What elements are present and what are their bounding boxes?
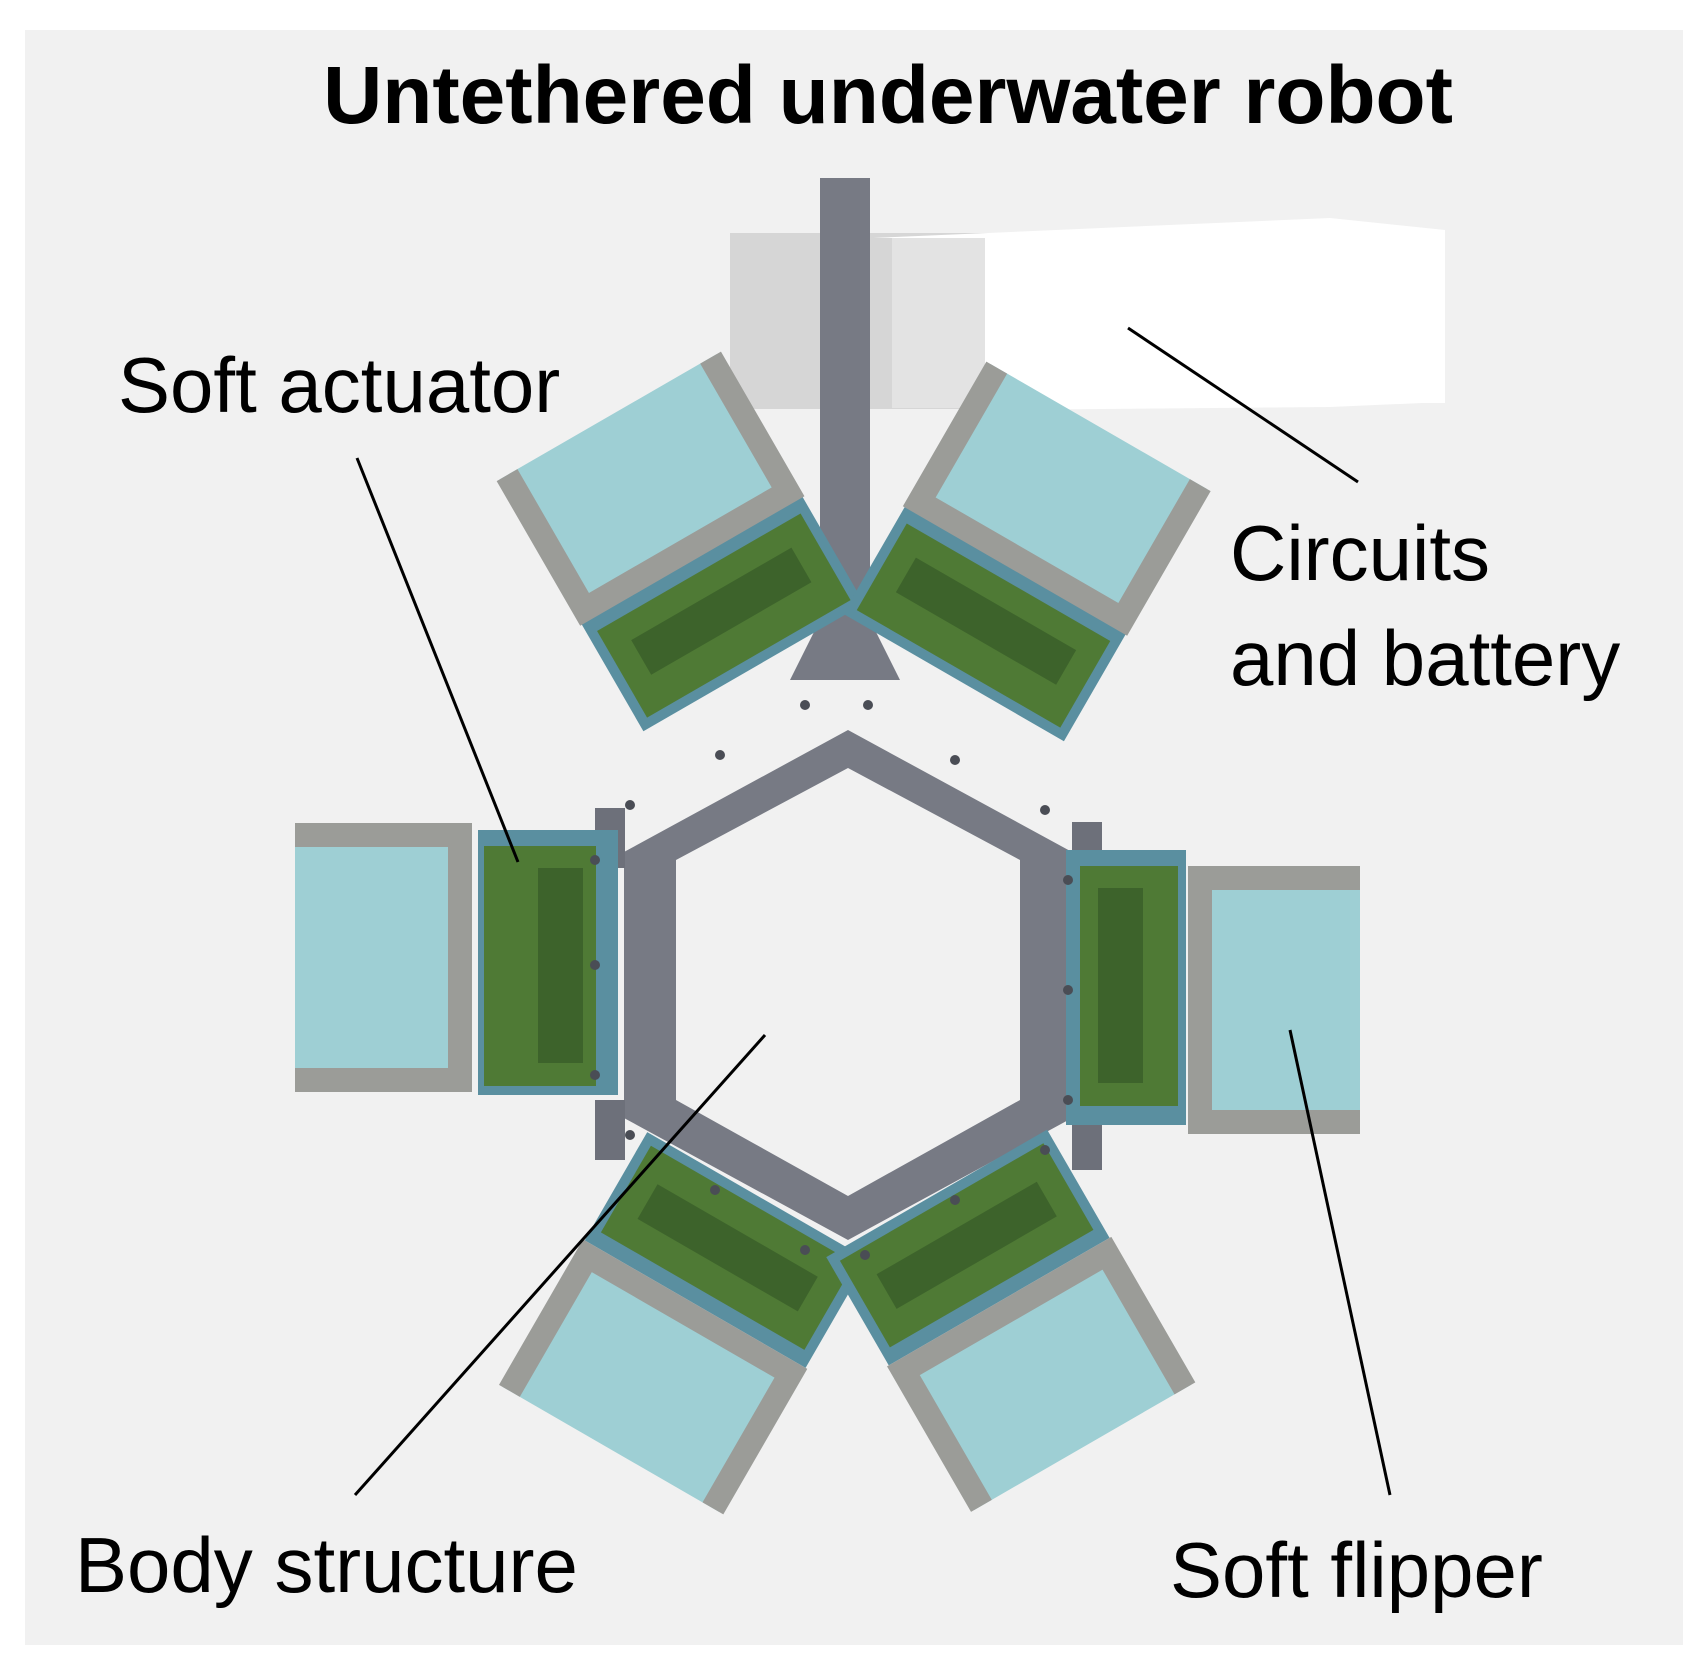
leader-soft-actuator: [355, 457, 520, 863]
module-top-left: [496, 351, 865, 732]
leader-body-structure: [353, 1034, 767, 1496]
module-top-right: [843, 361, 1211, 742]
label-circuits-line1: Circuits: [1230, 509, 1490, 597]
module-right: [1066, 850, 1360, 1134]
module-bottom-left: [499, 1132, 869, 1515]
bolts: [590, 700, 1073, 1260]
label-circuits-line2: and battery: [1230, 614, 1620, 702]
diagram-title: Untethered underwater robot: [323, 50, 1453, 141]
label-soft-actuator: Soft actuator: [118, 341, 560, 429]
leader-circuits: [1127, 326, 1359, 484]
module-bottom-right: [826, 1129, 1196, 1512]
module-left: [295, 823, 618, 1095]
label-soft-flipper: Soft flipper: [1170, 1526, 1543, 1614]
leader-soft-flipper: [1288, 1029, 1392, 1496]
circuits-and-battery-box: [730, 218, 1445, 410]
label-body-structure: Body structure: [75, 1521, 578, 1609]
